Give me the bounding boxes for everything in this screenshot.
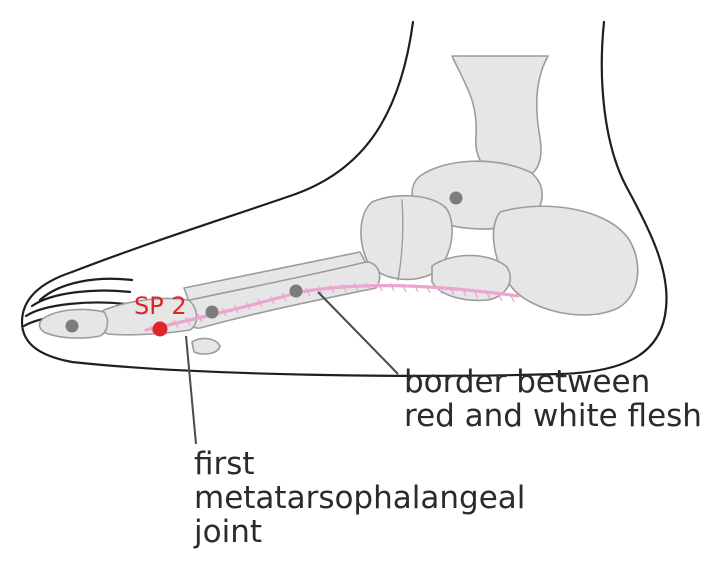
foot-skin-outline <box>20 20 668 377</box>
sesamoid <box>191 337 221 355</box>
fourth-toe <box>30 289 132 308</box>
tibia-fibula <box>451 55 549 179</box>
reference-point-toe <box>65 319 79 333</box>
joint-label-line1: first <box>194 446 255 482</box>
joint-leader-line <box>185 335 197 445</box>
reference-point-metatarsal-head <box>205 305 219 319</box>
joint-label-line2: metatarsophalangeal <box>194 480 525 516</box>
little-toe <box>38 277 134 302</box>
third-toe <box>24 301 128 318</box>
flesh-border-hatching <box>149 282 515 335</box>
calcaneus <box>492 205 639 316</box>
border-label-line1: border between <box>404 364 650 400</box>
joint-label-line3: joint <box>193 514 262 550</box>
reference-points <box>65 191 463 333</box>
border-label-line2: red and white flesh <box>404 398 702 434</box>
reference-point-ankle <box>449 191 463 205</box>
border-leader-line <box>317 291 399 375</box>
cuneiform-joint <box>397 199 404 281</box>
acupoint-sp2-label: SP 2 <box>134 292 187 320</box>
foot-bones <box>38 55 639 355</box>
reference-point-midfoot <box>289 284 303 298</box>
acupoint-sp2-marker <box>152 321 168 337</box>
